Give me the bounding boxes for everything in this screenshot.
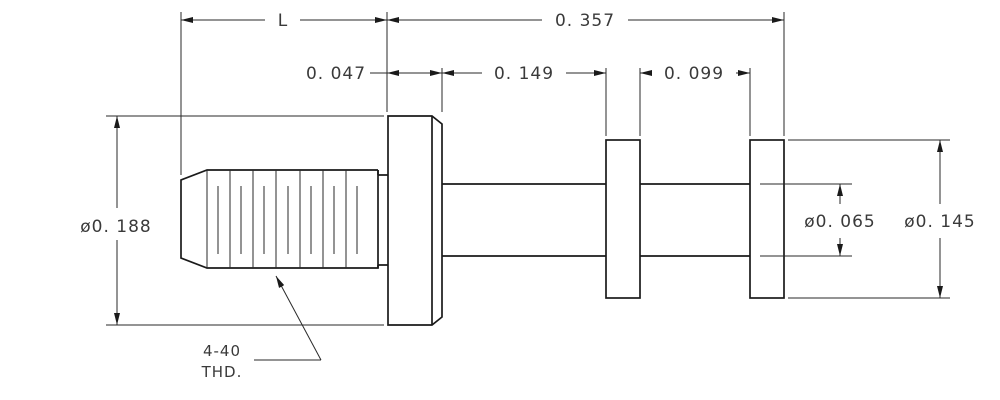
dim-shaft-diameter: ø0. 065: [804, 184, 875, 256]
dim-second-groove: 0. 099: [640, 64, 750, 84]
thread-size-label: 4-40: [203, 342, 241, 360]
dim-flange-thickness-label: 0. 047: [306, 64, 366, 84]
dim-first-groove-label: 0. 149: [494, 64, 554, 84]
dim-L: L: [181, 11, 387, 31]
threaded-stud: [180, 169, 388, 269]
part-outline: [180, 115, 785, 326]
dim-flange-diameter-label: ø0. 188: [80, 217, 151, 237]
dim-overall-length-label: 0. 357: [555, 11, 615, 31]
dim-flange-diameter: ø0. 188: [80, 116, 151, 325]
dim-collar-diameter-label: ø0. 145: [904, 212, 975, 232]
shaft-segment-2: [640, 183, 750, 257]
dim-flange-thickness: 0. 047: [306, 64, 442, 84]
extension-lines: [106, 12, 950, 326]
shaft-segment-1: [442, 183, 606, 257]
collar-1: [605, 139, 641, 299]
dim-overall-length: 0. 357: [387, 11, 784, 31]
dim-L-label: L: [278, 11, 288, 31]
thread-crests: [206, 170, 347, 268]
collar-2: [749, 139, 785, 299]
thread-type-label: THD.: [201, 363, 243, 381]
flange: [387, 115, 443, 326]
thread-callout: 4-40 THD.: [201, 275, 322, 381]
dim-second-groove-label: 0. 099: [664, 64, 724, 84]
dim-shaft-diameter-label: ø0. 065: [804, 212, 875, 232]
dim-first-groove: 0. 149: [442, 64, 606, 84]
thread-roots: [217, 186, 358, 254]
dim-collar-diameter: ø0. 145: [904, 140, 975, 298]
